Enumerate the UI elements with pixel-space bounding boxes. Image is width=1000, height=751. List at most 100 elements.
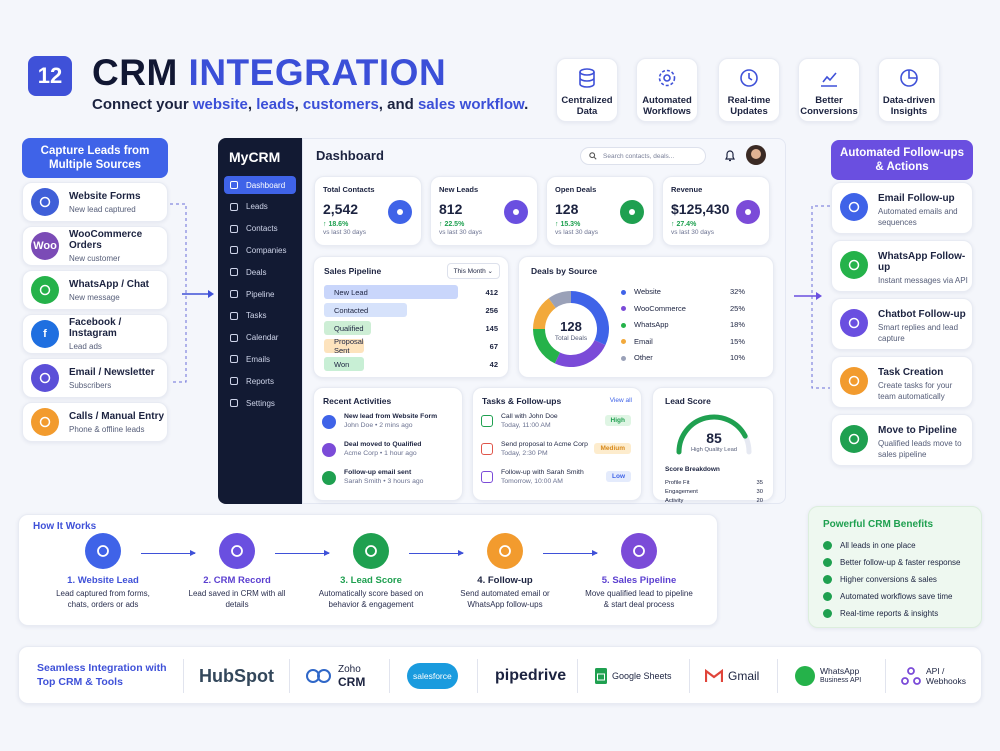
step-arrow [543, 550, 598, 556]
kpi-value: $125,430 [671, 201, 730, 217]
avatar[interactable] [746, 145, 766, 165]
salesforce-logo: salesforce [407, 647, 458, 705]
breakdown-value: 35 [756, 480, 763, 486]
legend-label: Email [634, 336, 653, 346]
sidebar-item-contacts[interactable]: Contacts [224, 220, 296, 238]
how-it-works-title: How It Works [33, 521, 97, 532]
search-input[interactable]: Search contacts, deals... [580, 147, 706, 165]
task-checkbox[interactable] [481, 415, 493, 427]
followup-title: Task Creation [878, 367, 944, 378]
bell-icon[interactable] [724, 149, 736, 162]
sidebar-item-emails[interactable]: Emails [224, 350, 296, 368]
task-checkbox[interactable] [481, 471, 493, 483]
feature-label: Better Conversions [800, 95, 858, 117]
pipeline-filter-dropdown[interactable]: This Month ⌄ [446, 263, 500, 279]
hubspot-logo: HubSpot [199, 647, 274, 705]
followup-title: Chatbot Follow-up [878, 309, 966, 320]
activity-icon [322, 415, 336, 429]
step-icon [621, 533, 657, 569]
donut-slice-woocommerce [554, 340, 606, 367]
subtitle-highlight: customers [302, 96, 379, 113]
sidebar-item-reports[interactable]: Reports [224, 372, 296, 390]
lead-score-value: 85 [706, 430, 722, 446]
sidebar-item-pipeline[interactable]: Pipeline [224, 285, 296, 303]
kpi-label: Open Deals [555, 185, 597, 194]
crm-logo: MyCRM [229, 149, 281, 165]
legend-label: WhatsApp [634, 320, 669, 329]
activity-title: Deal moved to Qualified [344, 441, 422, 448]
subtitle-highlight: sales workflow [417, 96, 525, 113]
sidebar-item-label: Tasks [246, 311, 267, 321]
business-api-text: Business API [820, 677, 862, 684]
sidebar-item-calendar[interactable]: Calendar [224, 329, 296, 347]
activity-icon [322, 443, 336, 457]
followup-subtitle: Instant messages via API [878, 276, 968, 285]
activity-meta: Sarah Smith • 3 hours ago [344, 478, 424, 485]
globe-icon [31, 188, 59, 216]
kpi-period: vs last 30 days [439, 229, 482, 236]
step-description: Lead captured from forms, chats, orders … [56, 589, 150, 609]
breakdown-value: 20 [756, 498, 763, 504]
sidebar-item-tasks[interactable]: Tasks [224, 307, 296, 325]
step-arrow [409, 550, 464, 556]
task-checkbox[interactable] [481, 443, 493, 455]
pipeline-stage-bar: Contacted [324, 303, 408, 317]
breakdown-label: Activity [665, 498, 684, 504]
step-description: Lead saved in CRM with all details [188, 589, 286, 609]
priority-badge: Low [606, 471, 631, 482]
subtitle-text: , [247, 96, 257, 113]
sidebar-item-dashboard[interactable]: Dashboard [224, 176, 296, 194]
view-all-link[interactable]: View all [609, 397, 632, 404]
deals-donut-chart [533, 291, 609, 367]
user-icon [840, 367, 868, 395]
followup-title: Move to Pipeline [878, 425, 957, 436]
connector-lines [170, 203, 214, 383]
sidebar-item-companies[interactable]: Companies [224, 241, 296, 259]
task-title: Send proposal to Acme Corp [501, 441, 588, 448]
source-title: WooCommerce Orders [69, 229, 143, 251]
task-time: Today, 11:00 AM [501, 422, 551, 429]
sidebar-item-settings[interactable]: Settings [224, 394, 296, 412]
contacts-icon [230, 224, 238, 233]
donut-slice-website [571, 291, 609, 346]
sidebar-item-label: Dashboard [246, 180, 286, 190]
source-title: Email / Newsletter [69, 366, 155, 378]
step-title: 3. Lead Score [340, 575, 402, 586]
whatsapp-icon [31, 276, 59, 304]
database-icon [579, 68, 595, 88]
kpi-icon [388, 200, 412, 224]
sidebar-item-leads[interactable]: Leads [224, 198, 296, 216]
sidebar-item-deals[interactable]: Deals [224, 263, 296, 281]
pipeline-stage-bar: Proposal Sent [324, 337, 364, 355]
